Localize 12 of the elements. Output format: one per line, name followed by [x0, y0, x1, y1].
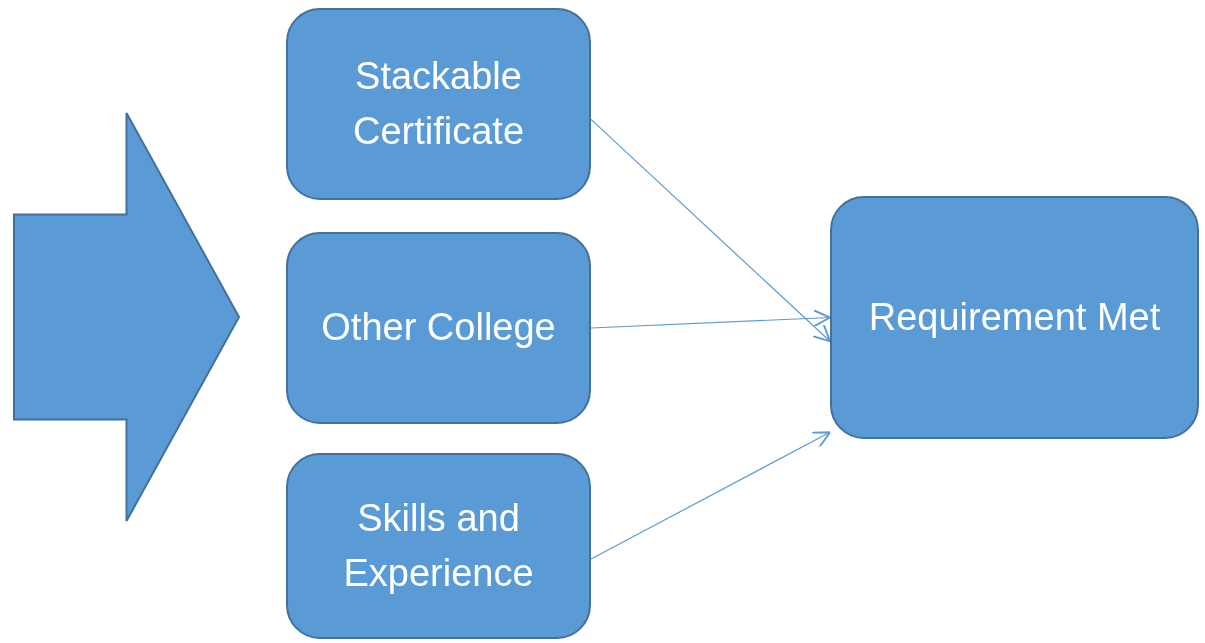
arrow — [590, 431, 831, 560]
process-box — [830, 196, 1199, 439]
process-box — [286, 453, 591, 639]
box-label: Stackable Certificate — [351, 53, 526, 154]
box-label: Skills and Experience — [342, 495, 535, 596]
block-arrow — [13, 112, 240, 522]
arrow — [590, 309, 831, 329]
box-label: Other College — [321, 305, 556, 351]
box-label: Requirement Met — [868, 294, 1161, 340]
process-box — [286, 8, 591, 200]
process-box — [286, 232, 591, 424]
arrow — [590, 118, 831, 343]
